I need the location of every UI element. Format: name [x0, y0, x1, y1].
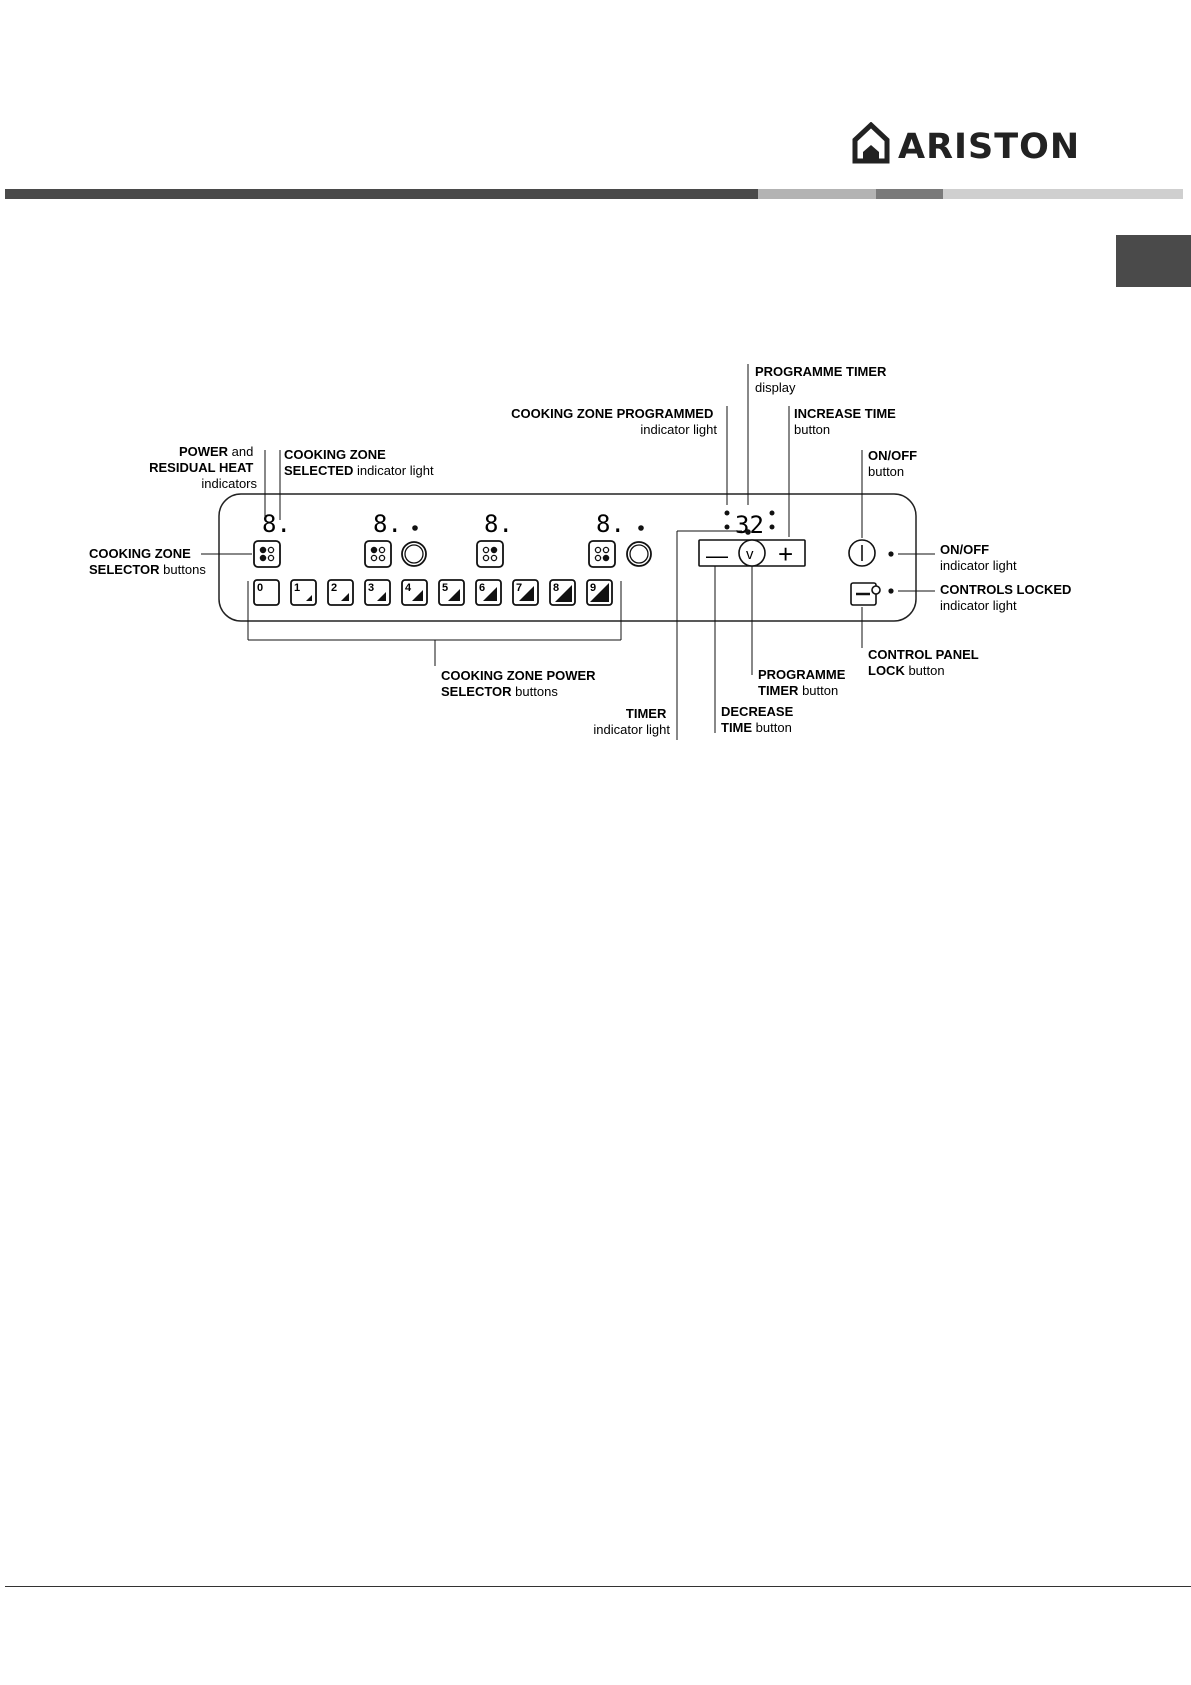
label-increase-time: INCREASE TIME button: [794, 406, 899, 437]
label-zone-selector: COOKING ZONE SELECTOR buttons: [89, 546, 206, 577]
zone-selector-button-4[interactable]: [588, 540, 616, 568]
timer-indicator-light: [745, 529, 751, 535]
svg-text:4: 4: [405, 582, 412, 594]
zone-selector-button-3[interactable]: [476, 540, 504, 568]
power-button-4[interactable]: 4: [401, 579, 428, 606]
dual-zone-button-2[interactable]: [401, 541, 427, 567]
power-button-9[interactable]: 9: [586, 579, 613, 606]
timer-display: 32: [724, 510, 775, 539]
power-selector-row: 0 1 2 3 4 5 6 7 8 9: [253, 579, 613, 606]
label-programme-timer-button: PROGRAMME TIMER button: [758, 667, 849, 698]
brand-name: ARISTON: [898, 127, 1081, 167]
label-power-residual: POWER and RESIDUAL HEAT indicators: [149, 444, 257, 491]
decrease-time-button[interactable]: —: [706, 543, 728, 568]
header-bar-light: [943, 189, 1183, 199]
label-controls-locked: CONTROLS LOCKED indicator light: [940, 582, 1075, 613]
svg-text:8: 8: [553, 582, 559, 594]
label-power-selector: COOKING ZONE POWER SELECTOR buttons: [441, 668, 599, 699]
power-button-5[interactable]: 5: [438, 579, 465, 606]
power-button-3[interactable]: 3: [364, 579, 391, 606]
controls-locked-indicator-light: [888, 588, 894, 594]
power-button-7[interactable]: 7: [512, 579, 539, 606]
label-panel-lock: CONTROL PANEL LOCK button: [868, 647, 982, 678]
svg-text:32: 32: [735, 511, 764, 539]
label-zone-programmed: COOKING ZONE PROGRAMMED indicator light: [511, 406, 717, 437]
zone-2-programmed-dot: [412, 525, 418, 531]
label-onoff-light: ON/OFF indicator light: [940, 542, 1017, 573]
brand-logo-icon: [852, 121, 890, 169]
power-button-6[interactable]: 6: [475, 579, 502, 606]
timer-icon: v: [746, 546, 754, 563]
control-panel-outline: [218, 493, 917, 622]
svg-text:2: 2: [331, 582, 337, 594]
footer-rule: [5, 1586, 1191, 1587]
leader-lines: [201, 364, 935, 740]
header-bar-mid2: [876, 189, 943, 199]
svg-text:1: 1: [294, 582, 300, 594]
power-button-0[interactable]: 0: [253, 579, 280, 606]
svg-text:6: 6: [479, 582, 485, 594]
power-button-2[interactable]: 2: [327, 579, 354, 606]
svg-text:0: 0: [257, 582, 263, 594]
svg-text:9: 9: [590, 582, 596, 594]
label-decrease-time: DECREASE TIME button: [721, 704, 797, 735]
zone-display-4: 8.: [596, 510, 625, 538]
label-zone-selected: COOKING ZONE SELECTED indicator light: [284, 447, 434, 478]
zone-selector-button-2[interactable]: [364, 540, 392, 568]
zone-display-1: 8.: [262, 510, 291, 538]
onoff-indicator-light: [888, 551, 894, 557]
dual-zone-button-4[interactable]: [626, 541, 652, 567]
zone-selector-button-1[interactable]: [253, 540, 281, 568]
svg-text:3: 3: [368, 582, 374, 594]
power-button-8[interactable]: 8: [549, 579, 576, 606]
label-onoff-button: ON/OFF button: [868, 448, 921, 479]
language-tab: [1116, 235, 1191, 287]
header-bar-mid: [758, 189, 876, 199]
zone-display-3: 8.: [484, 510, 513, 538]
key-icon: [856, 585, 881, 596]
increase-time-button[interactable]: +: [778, 539, 793, 569]
zone-display-2: 8.: [373, 510, 402, 538]
svg-text:5: 5: [442, 582, 448, 594]
label-programme-timer-display: PROGRAMME TIMER display: [755, 364, 890, 395]
label-timer-light: TIMER indicator light: [593, 706, 670, 737]
svg-text:7: 7: [516, 582, 522, 594]
header-bar-dark: [5, 189, 758, 199]
power-button-1[interactable]: 1: [290, 579, 317, 606]
zone-4-programmed-dot: [638, 525, 644, 531]
